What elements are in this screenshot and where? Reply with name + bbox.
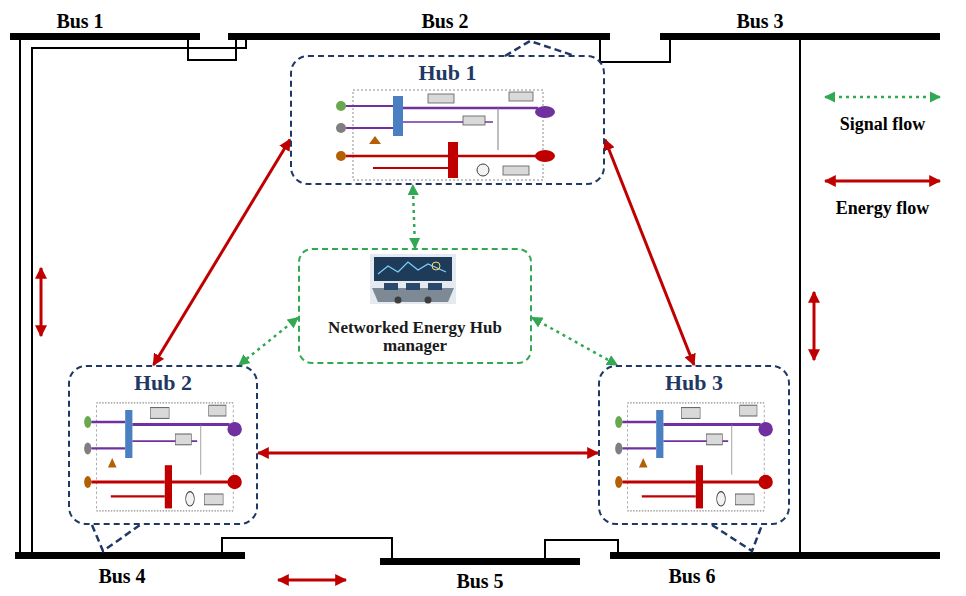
legend-sample xyxy=(815,84,950,110)
legend-line xyxy=(825,180,940,183)
bus-label: Bus 6 xyxy=(668,565,715,588)
bus-label: Bus 3 xyxy=(736,10,783,33)
callout-tail xyxy=(92,525,140,551)
bus-bar xyxy=(380,558,580,565)
legend-item: Signal flow xyxy=(815,84,950,135)
room-wall xyxy=(370,254,456,304)
bus-label: Bus 4 xyxy=(98,565,145,588)
node-title: Hub 3 xyxy=(665,371,723,395)
bus-bar xyxy=(228,33,610,40)
chair xyxy=(395,297,402,304)
bus-bar xyxy=(10,33,200,40)
power-line xyxy=(222,538,392,558)
hub-box: Hub 3 xyxy=(598,365,790,525)
desk-monitor xyxy=(406,283,420,290)
desk-monitor xyxy=(428,283,442,290)
signal-flow-arrow xyxy=(239,318,298,365)
hub-tails xyxy=(92,41,762,551)
signal-flow-arrow xyxy=(532,318,617,365)
bus-bar xyxy=(15,552,245,559)
screen-dial xyxy=(432,262,440,270)
legend-text: Signal flow xyxy=(840,114,926,135)
power-line xyxy=(600,40,670,62)
desk-monitor xyxy=(384,283,398,290)
power-line xyxy=(799,40,801,552)
flow-arrow xyxy=(40,268,43,336)
legend-text: Energy flow xyxy=(836,198,930,219)
power-line xyxy=(188,40,236,60)
power-line xyxy=(19,40,21,552)
node-title: Hub 2 xyxy=(134,371,192,395)
bus-bar xyxy=(610,552,940,559)
hub-schematic xyxy=(336,90,555,180)
node-title: Hub 1 xyxy=(418,61,476,85)
console-desk xyxy=(372,288,454,302)
callout-tail xyxy=(712,525,762,551)
energy-flow-arrow xyxy=(258,452,598,455)
flow-arrow xyxy=(278,579,346,582)
hub-box: Hub 2 xyxy=(68,365,258,525)
bus-label: Bus 5 xyxy=(456,570,503,593)
bus-label: Bus 2 xyxy=(421,10,468,33)
control-room-picture xyxy=(370,254,456,304)
signal-flow-arrow xyxy=(413,185,415,248)
hub-schematic xyxy=(615,403,773,511)
screen-graph xyxy=(378,262,446,274)
chair xyxy=(425,297,432,304)
node-title: Networked Energy Hub manager xyxy=(310,319,520,356)
legend-item: Energy flow xyxy=(815,168,950,219)
energy-flow-arrow xyxy=(605,140,694,366)
power-lines xyxy=(20,40,800,558)
legend-sample xyxy=(815,168,950,194)
hub-schematic xyxy=(84,403,242,511)
legend-line xyxy=(825,96,940,99)
flow-arrow xyxy=(813,292,816,360)
bus-label: Bus 1 xyxy=(56,10,103,33)
power-line xyxy=(32,40,246,552)
bus-bar xyxy=(660,33,940,40)
hub-box: Hub 1 xyxy=(290,55,605,185)
callout-tail xyxy=(505,41,575,56)
energy-flow-arrow xyxy=(154,140,291,366)
manager-box: Networked Energy Hub manager xyxy=(298,248,532,364)
video-wall xyxy=(374,257,452,281)
power-line xyxy=(545,540,618,558)
